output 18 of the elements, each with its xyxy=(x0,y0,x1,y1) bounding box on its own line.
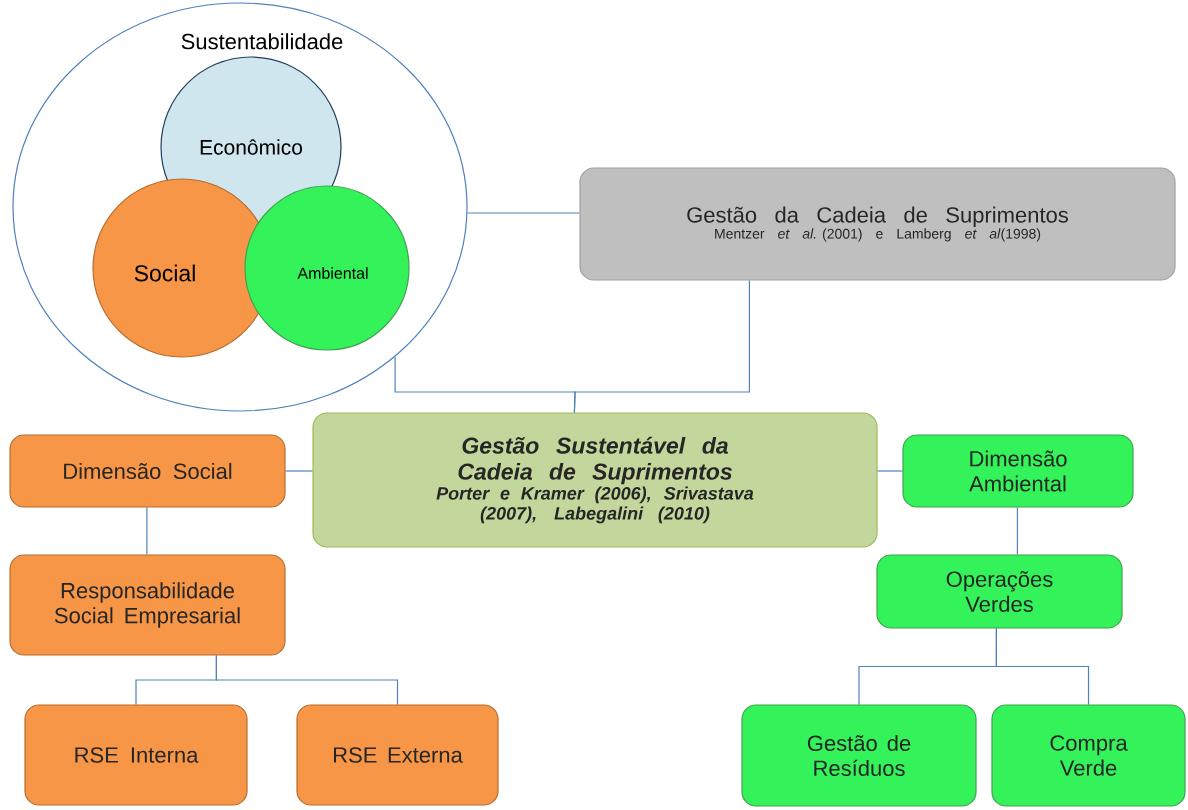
process-box: Gestão da Cadeia de Suprimentos Mentzer et al. (2001) e Lamberg et al(1998) xyxy=(579,167,1176,281)
connector-line xyxy=(995,628,1090,705)
connector-line xyxy=(146,507,148,555)
process-box: RSE Externa xyxy=(296,704,499,806)
process-box: Gestão de Resíduos xyxy=(741,704,977,807)
connector-line xyxy=(1016,507,1018,555)
process-box: Dimensão Social xyxy=(9,434,286,508)
process-box: Dimensão Ambiental xyxy=(902,434,1134,508)
process-box: RSE Interna xyxy=(24,704,248,806)
process-box: Operações Verdes xyxy=(876,554,1123,629)
connector-line xyxy=(877,470,903,472)
connector-line xyxy=(215,655,399,705)
process-box: Compra Verde xyxy=(991,704,1186,807)
connector-line xyxy=(467,212,580,214)
connector-line xyxy=(285,470,313,472)
connector-line xyxy=(573,280,750,413)
process-box: Responsabilidade Social Empresarial xyxy=(9,554,286,656)
process-box: Gestão Sustentável da Cadeia de Suprimentos Porter e Kramer (2006), Srivastava (2007), Labegalini (2010) xyxy=(312,412,878,548)
